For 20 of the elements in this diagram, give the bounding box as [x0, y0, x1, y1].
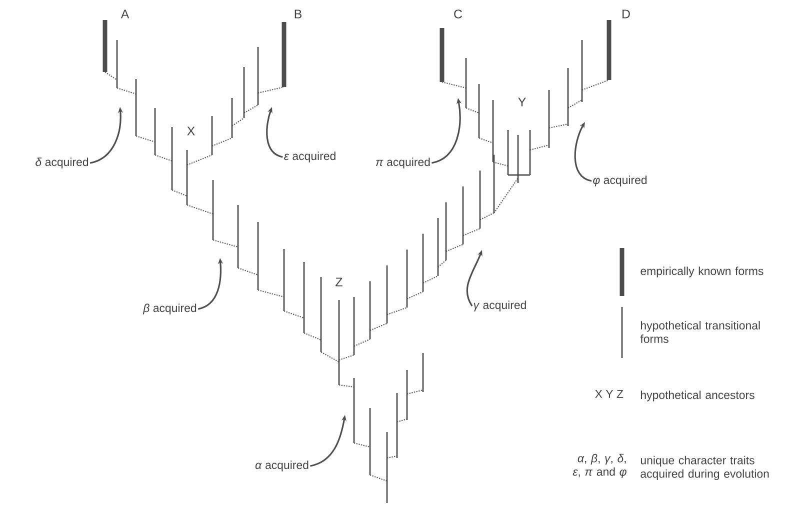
letter-label: B — [294, 10, 302, 18]
trait-label: β acquired — [142, 304, 196, 314]
trait-label: π acquired — [376, 158, 430, 168]
letter-label: X — [187, 126, 195, 136]
legend-text: empirically known forms — [640, 266, 764, 278]
letter-label: Y — [518, 98, 526, 106]
trait-label: ε acquired — [284, 152, 336, 162]
legend-text: unique character traits acquired during evolution — [640, 456, 769, 480]
legend-text: hypothetical transitional forms — [640, 321, 760, 343]
letter-label: D — [622, 10, 630, 18]
legend-text: α, β, γ, δ, ε, π and φ — [572, 454, 626, 478]
legend-text: X Y Z — [595, 390, 624, 398]
trait-label: α acquired — [255, 460, 308, 472]
trait-label: δ acquired — [36, 158, 88, 168]
legend-text: hypothetical ancestors — [641, 390, 754, 402]
letter-label: Z — [336, 278, 342, 286]
trait-label: γ acquired — [474, 300, 526, 312]
letter-label: A — [120, 10, 130, 18]
letter-label: C — [454, 10, 462, 18]
trait-label: φ acquired — [593, 176, 647, 186]
